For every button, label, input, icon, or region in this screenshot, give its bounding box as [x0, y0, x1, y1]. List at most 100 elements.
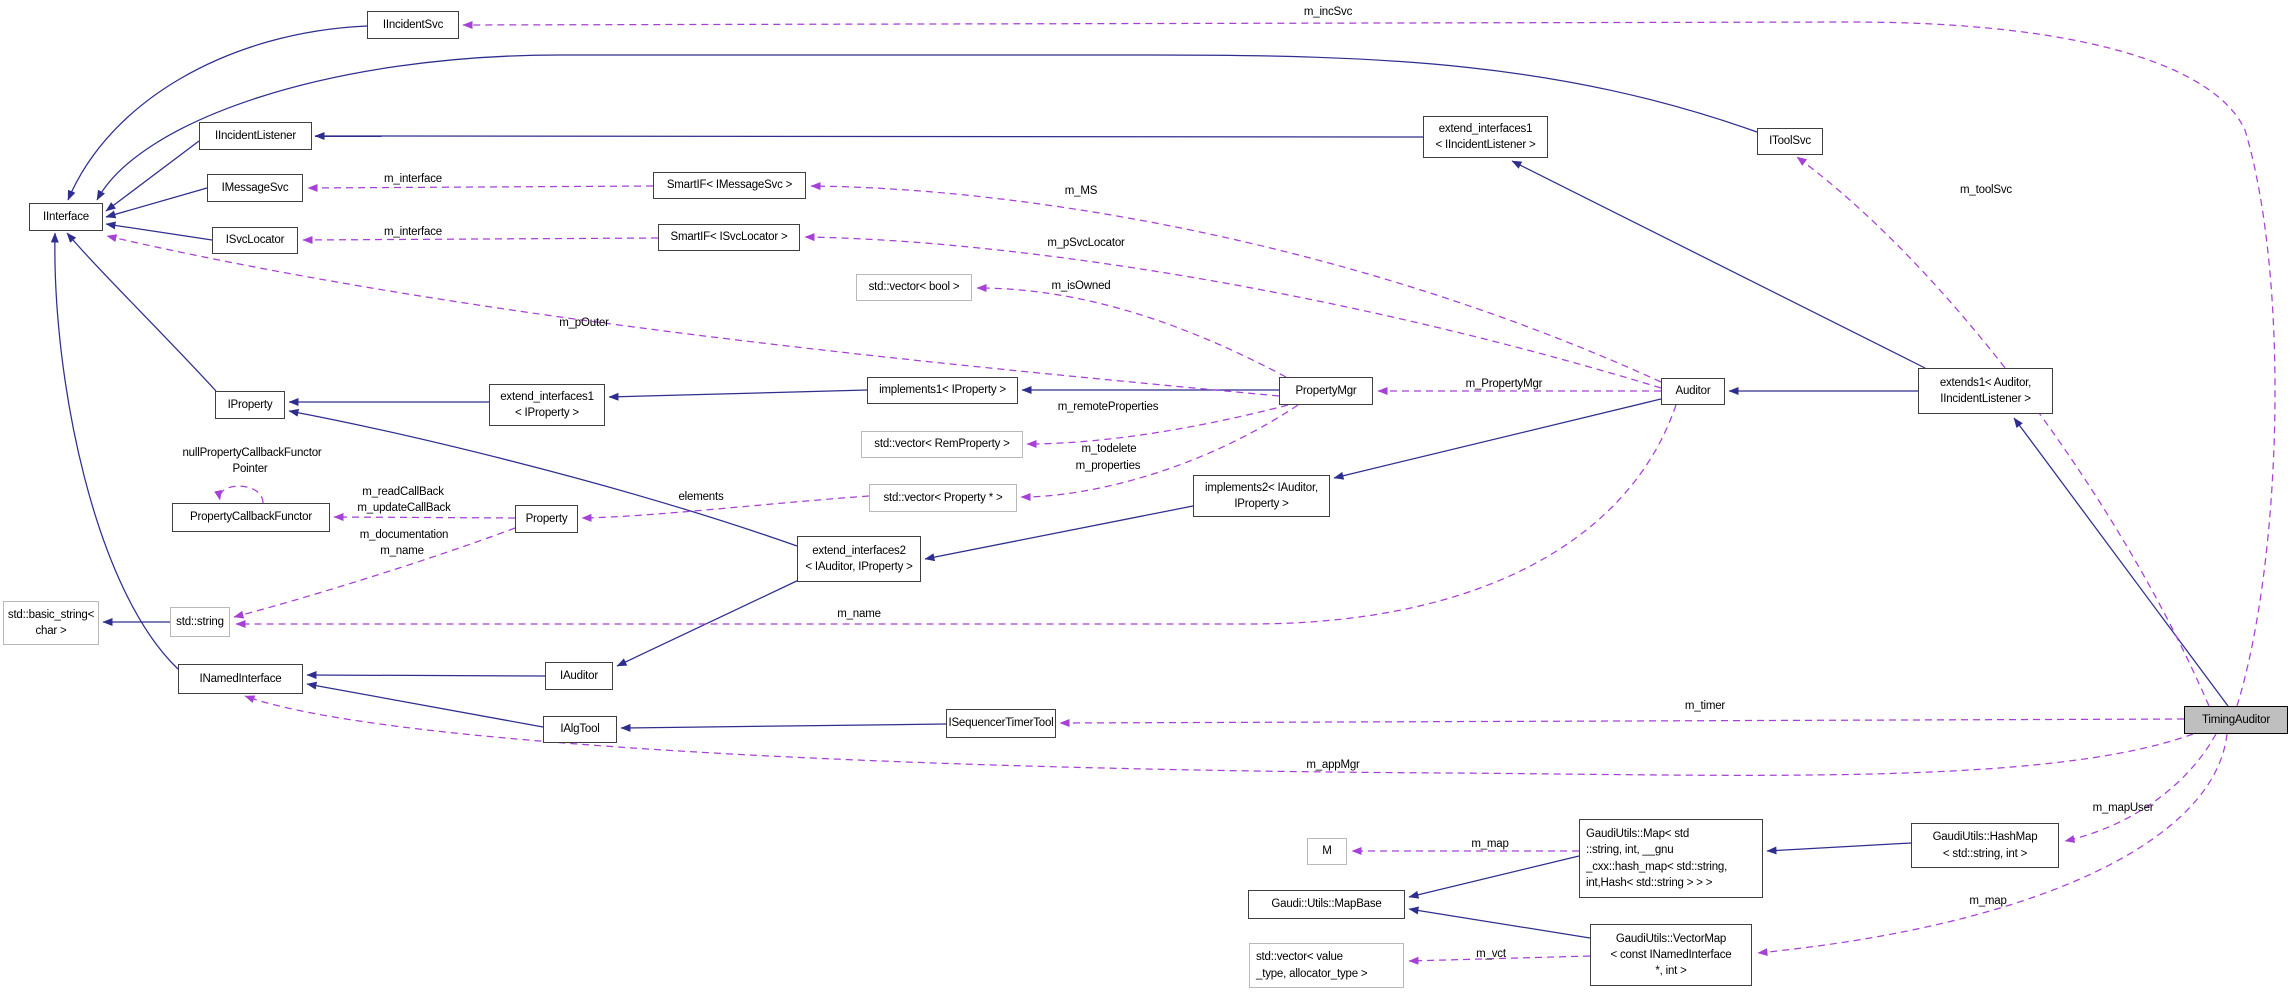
- node-INamedInterface[interactable]: INamedInterface: [178, 664, 303, 694]
- edge-Auditor--implements2: [1333, 398, 1662, 480]
- edge-IIncidentListener--IInterface: [105, 140, 200, 212]
- node-IIncidentListener[interactable]: IIncidentListener: [199, 122, 312, 150]
- node-IAuditor[interactable]: IAuditor: [545, 662, 613, 690]
- node-PropertyCallbackFunctor[interactable]: PropertyCallbackFunctor: [172, 503, 330, 532]
- node-Property[interactable]: Property: [515, 505, 578, 533]
- node-SmartIF_IMessageSvc[interactable]: SmartIF< IMessageSvc >: [653, 172, 806, 199]
- edge-TimingAuditor--GaudiUtils_VectorMap: [1757, 733, 2228, 957]
- edge-label-m_interface: m_interface: [384, 226, 442, 238]
- node-GaudiUtils_VectorMap[interactable]: GaudiUtils::VectorMap< const INamedInter…: [1590, 924, 1752, 986]
- edge-Auditor--SmartIF_ISvcLocator: [804, 233, 1662, 389]
- node-IInterface[interactable]: IInterface: [29, 203, 103, 231]
- node-label-line: IIncidentSvc: [382, 18, 444, 31]
- node-label-line: extend_interfaces2: [812, 544, 906, 557]
- node-IIncidentSvc[interactable]: IIncidentSvc: [367, 11, 459, 39]
- node-label-line: < IProperty >: [515, 407, 579, 419]
- edge-extend_interfaces2--IProperty: [288, 408, 798, 547]
- edge-label-m_updateCallBack: m_updateCallBack: [357, 502, 451, 514]
- node-SmartIF_ISvcLocator[interactable]: SmartIF< ISvcLocator >: [658, 224, 800, 251]
- node-IMessageSvc[interactable]: IMessageSvc: [207, 174, 303, 202]
- edge-label-m_remoteProperties: m_remoteProperties: [1057, 401, 1159, 413]
- node-GaudiUtils_HashMap[interactable]: GaudiUtils::HashMap< std::string, int >: [1911, 823, 2059, 868]
- node-IToolSvc[interactable]: IToolSvc: [1757, 128, 1823, 155]
- edge-PropertyMgr--vector_Property_ptr: [1020, 404, 1299, 501]
- edge-PropertyMgr--IInterface: [106, 234, 1280, 397]
- node-PropertyMgr[interactable]: PropertyMgr: [1279, 377, 1373, 405]
- edge-label-m_name: m_name: [380, 545, 424, 557]
- node-Gaudi_Utils_MapBase[interactable]: Gaudi::Utils::MapBase: [1248, 890, 1405, 919]
- edge-IToolSvc--IInterface: [96, 54, 1758, 201]
- edge-SmartIF_IMessageSvc--IMessageSvc: [307, 183, 654, 192]
- edge-TimingAuditor--extends1: [2013, 417, 2229, 707]
- node-vector_Property_ptr[interactable]: std::vector< Property * >: [869, 484, 1017, 512]
- node-implements1_IProperty[interactable]: implements1< IProperty >: [867, 377, 1018, 404]
- node-label-line: M: [1322, 845, 1332, 858]
- node-extends1_Auditor_IIncidentListener[interactable]: extends1< Auditor, IIncidentListener >: [1918, 368, 2053, 414]
- node-label-line: IMessageSvc: [221, 181, 289, 194]
- node-label-line: PropertyMgr: [1295, 384, 1357, 397]
- edge-label-m_timer: m_timer: [1684, 700, 1726, 712]
- edge-label-m_toolSvc: m_toolSvc: [1960, 184, 2012, 196]
- node-label-line: INamedInterface: [199, 672, 282, 685]
- edge-label-m_mapUser: m_mapUser: [2092, 802, 2154, 814]
- node-IAlgTool[interactable]: IAlgTool: [543, 716, 617, 743]
- node-label-line: GaudiUtils::HashMap: [1932, 831, 2038, 844]
- node-vector_bool[interactable]: std::vector< bool >: [856, 274, 972, 301]
- node-basic_string_char[interactable]: std::basic_string<char >: [3, 601, 99, 645]
- node-label-line: PropertyCallbackFunctor: [190, 511, 312, 524]
- edge-PropertyMgr--vector_RemProperty: [1026, 404, 1289, 448]
- edge-label-elements: elements: [678, 491, 724, 503]
- edge-extend_interfaces1_IIncidentListener--IIncidentListener: [314, 132, 1424, 141]
- node-ISequencerTimerTool[interactable]: ISequencerTimerTool: [946, 709, 1056, 738]
- node-label-line: < IAuditor, IProperty >: [805, 561, 913, 573]
- node-label-line: IProperty >: [1234, 498, 1289, 510]
- node-label-line: GaudiUtils::VectorMap: [1615, 932, 1727, 945]
- edge-GaudiUtils_VectorMap--MapBase: [1408, 906, 1591, 939]
- edge-PropertyCallbackFunctor--self: [214, 485, 264, 504]
- node-label-line: IProperty: [227, 398, 273, 411]
- node-extend_interfaces1_IProperty[interactable]: extend_interfaces1 < IProperty >: [489, 384, 605, 426]
- edge-IIncidentSvc--IInterface: [67, 25, 368, 201]
- node-IProperty[interactable]: IProperty: [215, 391, 285, 419]
- node-ISvcLocator[interactable]: ISvcLocator: [212, 227, 298, 254]
- node-label-line: implements1< IProperty >: [879, 384, 1006, 397]
- node-implements2_IAuditor_IProperty[interactable]: implements2< IAuditor, IProperty >: [1193, 475, 1330, 517]
- node-std_string[interactable]: std::string: [170, 607, 230, 637]
- node-vector_value_type[interactable]: std::vector< value_type, allocator_type …: [1249, 943, 1404, 988]
- node-label-line: implements2< IAuditor,: [1205, 481, 1318, 494]
- node-label-line: GaudiUtils::Map< std: [1586, 828, 1690, 841]
- node-label-line: ISequencerTimerTool: [948, 717, 1054, 730]
- node-label-line: char >: [35, 625, 67, 637]
- node-extend_interfaces1_IIncidentListener[interactable]: extend_interfaces1< IIncidentListener >: [1423, 116, 1548, 158]
- edge-label-m_incSvc: m_incSvc: [1303, 6, 1353, 18]
- edge-label-m_interface: m_interface: [384, 173, 442, 185]
- node-vector_RemProperty[interactable]: std::vector< RemProperty >: [861, 431, 1023, 458]
- edge-ISequencerTimerTool--IAlgTool: [620, 723, 947, 732]
- node-label-line: extend_interfaces1: [500, 390, 594, 403]
- edge-label-m_documentation: m_documentation: [359, 529, 449, 541]
- node-label-line: std::string: [176, 615, 224, 628]
- node-extend_interfaces2_IAuditor_IProperty[interactable]: extend_interfaces2 < IAuditor, IProperty …: [797, 536, 921, 582]
- edge-implements2--extend_interfaces2: [924, 505, 1194, 562]
- edge-vector_Property_ptr--Property: [581, 495, 870, 522]
- node-label-line: _cxx::hash_map< std::string,: [1586, 860, 1728, 873]
- node-GaudiUtils_Map[interactable]: GaudiUtils::Map< std::string, int, __gnu…: [1579, 819, 1763, 898]
- edge-label-Pointer: Pointer: [232, 463, 268, 475]
- edge-label-m_appMgr: m_appMgr: [1306, 759, 1360, 771]
- edge-Auditor--SmartIF_IMessageSvc: [810, 182, 1662, 383]
- node-label-line: extend_interfaces1: [1438, 122, 1533, 135]
- node-label-line: std::basic_string<: [7, 608, 95, 621]
- edge-TimingAuditor--IToolSvc: [1796, 156, 2210, 707]
- node-M[interactable]: M: [1307, 838, 1347, 865]
- node-label-line: IToolSvc: [1769, 135, 1811, 148]
- edge-label-m_MS: m_MS: [1064, 185, 1098, 197]
- edge-TimingAuditor--GaudiUtils_HashMap: [2064, 733, 2217, 843]
- node-Auditor[interactable]: Auditor: [1661, 378, 1725, 405]
- edge-label-m_pSvcLocator: m_pSvcLocator: [1047, 237, 1125, 249]
- node-label-line: IIncidentListener >: [1940, 393, 2031, 405]
- node-label-line: std::vector< value: [1256, 951, 1343, 964]
- node-label-line: extends1< Auditor,: [1939, 376, 2032, 389]
- node-TimingAuditor[interactable]: TimingAuditor: [2184, 706, 2288, 734]
